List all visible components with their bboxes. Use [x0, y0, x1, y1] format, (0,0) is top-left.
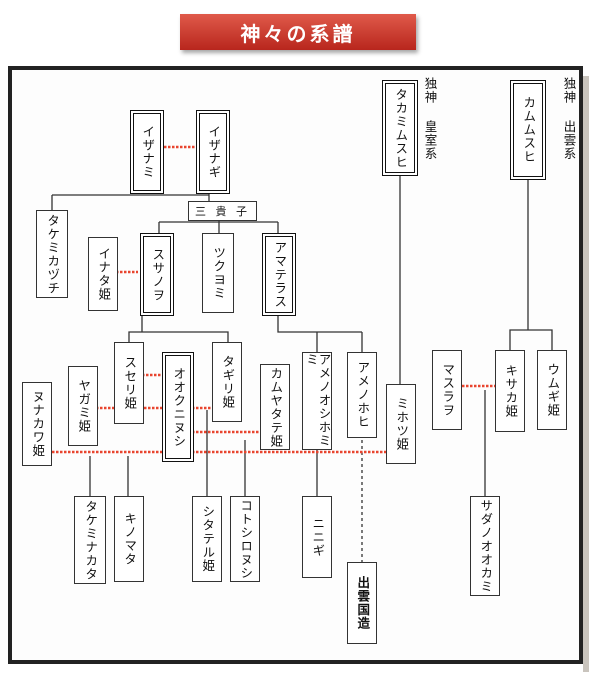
node-izumo-kokuzo: 出雲国造: [347, 562, 377, 644]
node-suseri: スセリ姫: [114, 342, 144, 424]
node-kamimusuhi: カムムスヒ: [510, 80, 546, 180]
node-kinomata: キノマタ: [114, 496, 144, 582]
node-kamuyatate: カムヤタテ姫: [260, 364, 290, 450]
line-yagami-children: [89, 456, 129, 496]
label-kamimusu-note: 独神 出雲系: [561, 77, 577, 161]
label-takami-note: 独神 皇室系: [422, 77, 438, 161]
node-susanoo: スサノヲ: [140, 233, 174, 316]
node-tsukuyomi: ツクヨミ: [202, 233, 234, 313]
node-amaterasu: アマテラス: [262, 233, 296, 316]
node-takamimusuhi: タカミムスヒ: [382, 80, 418, 176]
node-takemikazuchi: タケミカヅチ: [36, 210, 68, 298]
page-title: 神々の系譜: [180, 14, 416, 50]
node-masurao: マスラヲ: [432, 350, 462, 430]
line-kamimusuhi-children: [509, 180, 553, 350]
node-amenooshihomimi: アメノオシホミミ: [302, 352, 332, 450]
node-tagiri: タギリ姫: [212, 342, 242, 422]
node-mihotsu: ミホツ姫: [386, 384, 416, 464]
line-susanoo-children: [128, 316, 229, 342]
line-amaterasu-children: [277, 316, 363, 352]
label-sankishi: 三 貴 子: [188, 201, 257, 221]
node-takeminakata: タケミナカタ: [74, 496, 106, 584]
node-yagami: ヤガミ姫: [68, 366, 98, 446]
node-amenohohi: アメノホヒ: [347, 352, 377, 438]
node-ninigi: ニニギ: [302, 496, 332, 578]
node-shitateru: シタテル姫: [192, 496, 222, 582]
node-kisaka: キサカ姫: [495, 350, 525, 432]
node-kotoshironushi: コトシロヌシ: [230, 496, 260, 582]
line-kamuyatate-children: [206, 410, 246, 496]
node-okuninushi: オオクニヌシ: [162, 352, 194, 462]
node-izanagi: イザナギ: [196, 110, 230, 194]
node-izanami: イザナミ: [130, 110, 164, 194]
node-inata: イナタ姫: [88, 237, 118, 311]
node-sadanoookami: サダノオオカミ: [470, 496, 500, 596]
node-nunakawa: ヌナカワ姫: [22, 382, 52, 466]
node-umugi: ウムギ姫: [537, 350, 567, 430]
